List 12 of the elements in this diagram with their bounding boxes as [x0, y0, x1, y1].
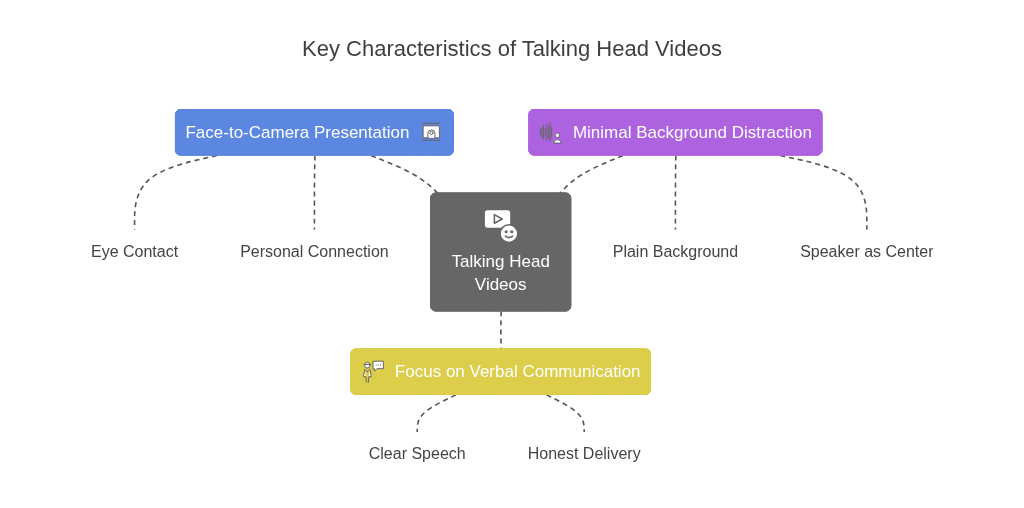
connector: [416, 394, 457, 434]
node-text: Speaker as Center: [799, 243, 934, 260]
node-text: Plain Background: [612, 243, 738, 260]
connector: [674, 154, 677, 231]
connector: [370, 154, 439, 195]
connector: [545, 394, 585, 434]
node-text: Personal Connection: [239, 243, 389, 260]
diagram-title: Key Characteristics of Talking Head Videos: [301, 36, 723, 62]
node-text: Eye Contact: [90, 243, 178, 260]
node-text: Clear Speech: [368, 445, 466, 463]
connector: [313, 154, 316, 231]
node-text: Honest Delivery: [527, 445, 641, 463]
